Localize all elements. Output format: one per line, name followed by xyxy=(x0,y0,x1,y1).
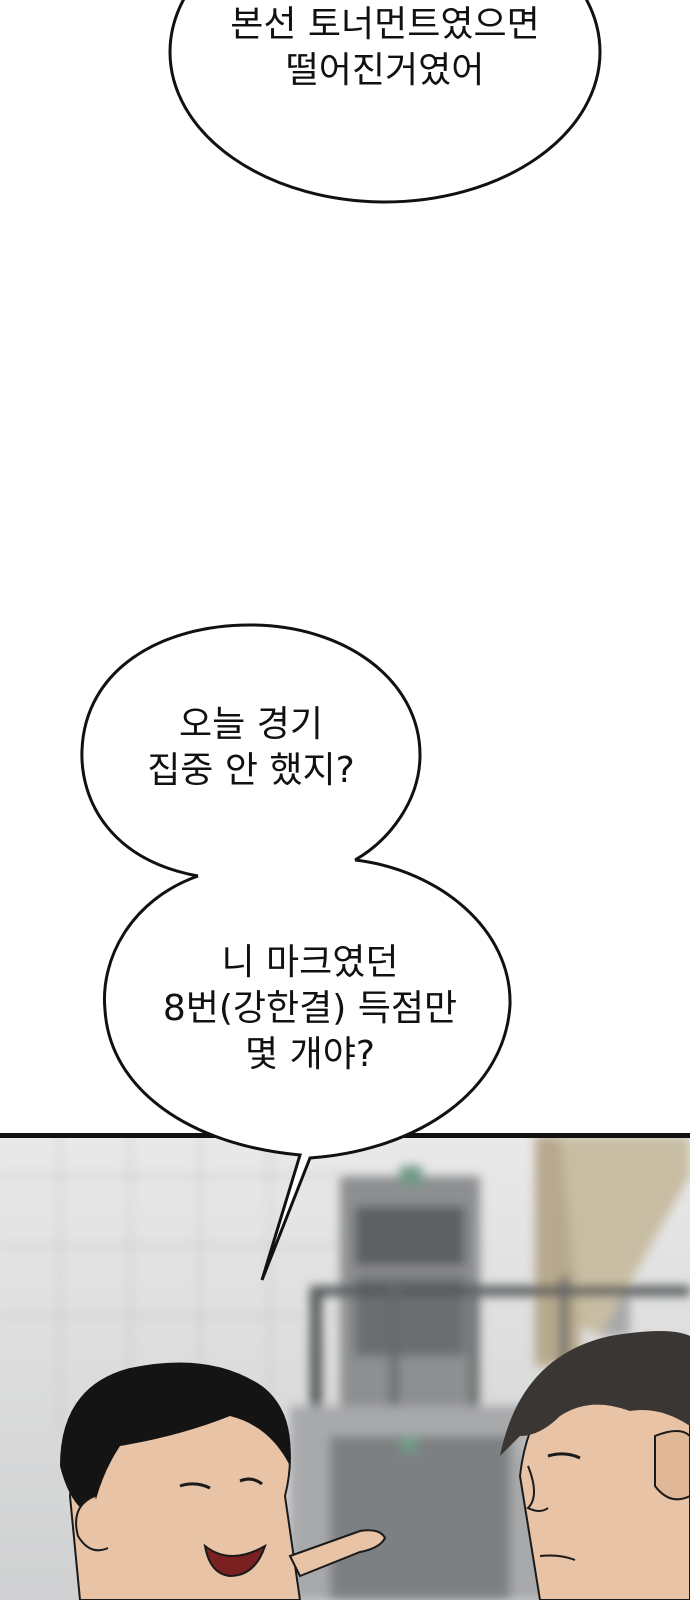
dialogue-line: 떨어진거였어 xyxy=(285,50,485,91)
speech-bubble-2 xyxy=(80,623,422,878)
dialogue-line: 8번(강한결) 득점만 xyxy=(162,988,458,1029)
dialogue-line: 몇 개야? xyxy=(245,1034,375,1075)
speech-bubble-3 xyxy=(102,858,512,1281)
scene-illustration xyxy=(0,1136,690,1600)
speech-bubble-1 xyxy=(168,0,602,204)
dialogue-line: 오늘 경기 xyxy=(179,704,323,745)
comic-panel-scene xyxy=(0,1136,690,1600)
character-right xyxy=(500,1331,690,1600)
speech-bubble-3-text: 니 마크였던 8번(강한결) 득점만 몇 개야? xyxy=(120,940,500,1078)
dialogue-line: 집중 안 했지? xyxy=(147,750,355,791)
speech-bubble-2-text: 오늘 경기 집중 안 했지? xyxy=(101,702,401,794)
character-left xyxy=(60,1362,387,1600)
dialogue-line: 니 마크였던 xyxy=(221,942,399,983)
dialogue-line: 본선 토너먼트였으면 xyxy=(230,4,540,45)
speech-bubble-1-text: 본선 토너먼트였으면 떨어진거였어 xyxy=(185,2,585,94)
